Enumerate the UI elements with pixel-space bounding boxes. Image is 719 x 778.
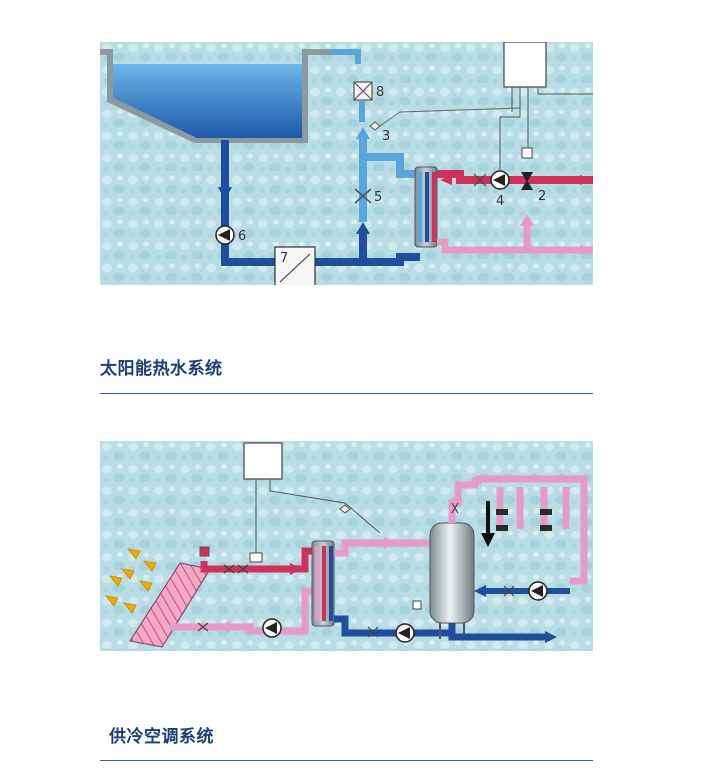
hx-channel-c	[329, 546, 333, 621]
circulation-pump-arrow	[531, 585, 543, 597]
valve	[503, 585, 515, 597]
hx-channel-b	[322, 546, 326, 621]
arrow-circulation	[474, 585, 486, 597]
valve-8-cross	[353, 81, 373, 101]
valve-5	[354, 188, 372, 204]
label-6: 6	[238, 229, 246, 244]
valve	[237, 564, 249, 574]
arrow-cold-out	[545, 631, 557, 643]
hot-arrow-left	[440, 175, 452, 185]
label-7: 7	[280, 251, 288, 266]
valve	[451, 502, 459, 514]
warm-supply-pipe	[330, 49, 418, 222]
label-5: 5	[374, 190, 382, 205]
arrow-return	[218, 621, 230, 633]
controller	[243, 442, 283, 480]
divider	[100, 393, 593, 394]
signal-line-3	[379, 107, 521, 127]
hx-channel-a	[315, 546, 319, 621]
check-valve	[473, 173, 487, 187]
controller-1	[503, 42, 547, 88]
taps	[496, 509, 552, 531]
controller-signal-lines	[255, 479, 381, 553]
valve	[367, 626, 379, 638]
hx-channel-c	[432, 172, 436, 242]
hx-channel-a	[418, 172, 422, 242]
cold-return-pipe	[221, 140, 420, 266]
label-4: 4	[496, 194, 504, 209]
flow-arrow-down	[218, 187, 232, 200]
storage-tank	[429, 522, 475, 624]
solar-hot-water-diagram: 8 3 5 6 7 4 2	[100, 42, 593, 285]
sensor	[339, 504, 351, 514]
label-8: 8	[376, 85, 384, 100]
sensor-3	[369, 121, 381, 131]
valve-2-actuator	[521, 147, 533, 159]
cooling-ac-diagram	[100, 441, 593, 651]
valve-2-lower	[521, 180, 533, 190]
pump-sensor	[412, 600, 422, 610]
solar-hot-water-svg: 8 3 5 6 7 4 2	[100, 42, 593, 285]
controller-signal-lines	[499, 87, 593, 170]
arrow-supply	[384, 537, 396, 549]
controller-valve	[249, 552, 263, 563]
caption-solar-hot-water: 太阳能热水系统	[100, 359, 223, 379]
collector-pump-arrow	[265, 622, 277, 634]
pump-4-arrow	[493, 174, 505, 186]
valve-2	[521, 172, 533, 182]
return-arrow-right	[580, 245, 593, 255]
label-2: 2	[538, 189, 546, 204]
return-collector-pipe	[437, 222, 593, 254]
tank-pump-arrow	[398, 627, 410, 639]
hx-channel-b	[425, 172, 429, 242]
cooling-ac-svg	[100, 441, 593, 651]
pump-6-arrow	[218, 229, 230, 241]
arrow-hot-out	[472, 477, 484, 487]
hx-7-diagonal	[279, 253, 311, 283]
return-arrow-up	[520, 214, 534, 226]
black-arrow-head	[481, 533, 495, 547]
hot-inflow-arrow	[580, 175, 593, 185]
collector-sensor	[199, 546, 210, 557]
flow-arrow-up	[356, 222, 370, 234]
label-3: 3	[382, 129, 390, 144]
hot-pipe	[200, 547, 315, 573]
sun-rays	[105, 548, 157, 614]
valve	[197, 622, 209, 632]
arrow-hot	[290, 563, 302, 575]
divider	[100, 760, 593, 761]
cold-inlet	[448, 623, 550, 641]
flow-arrow-up-warm	[356, 127, 370, 139]
heat-exchanger-7	[274, 246, 316, 285]
caption-cooling-ac: 供冷空调系统	[109, 727, 214, 747]
valve	[223, 564, 235, 574]
